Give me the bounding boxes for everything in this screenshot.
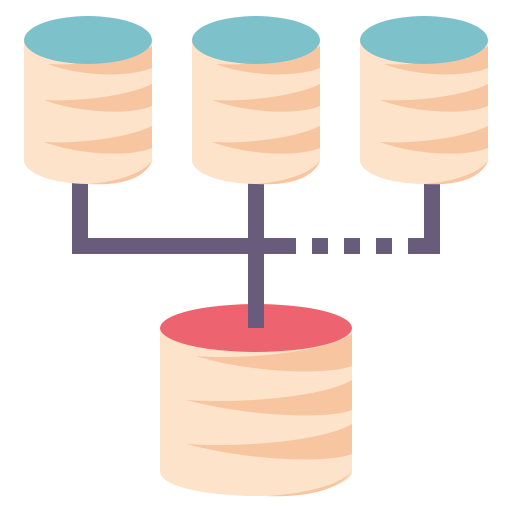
connector-right-vertical — [424, 178, 440, 254]
cylinder-top — [24, 16, 152, 64]
cylinder-stripe — [186, 424, 352, 460]
cylinder-stripe — [380, 126, 488, 154]
connector-dash-1 — [312, 238, 328, 254]
cylinder-stripe — [384, 46, 488, 75]
connector-dash-3 — [376, 238, 392, 254]
cylinder-stripe — [380, 84, 488, 112]
cylinder-stripe — [256, 160, 320, 185]
cylinder-stripe — [44, 84, 152, 112]
cylinder-stripe — [266, 470, 352, 497]
connector-entry — [248, 304, 264, 328]
source-database-left — [24, 16, 152, 185]
source-database-center — [192, 16, 320, 185]
cylinder-top — [360, 16, 488, 64]
cylinder-stripe — [196, 334, 352, 372]
cylinder-stripe — [44, 126, 152, 154]
cylinder-stripe — [424, 160, 488, 185]
cylinder-stripe — [212, 126, 320, 154]
connector-left-vertical — [72, 178, 88, 254]
cylinder-stripe — [212, 84, 320, 112]
connector-lines — [72, 178, 440, 328]
source-database-right — [360, 16, 488, 185]
cylinder-top — [192, 16, 320, 64]
cylinder-stripe — [216, 46, 320, 75]
cylinder-stripe — [88, 160, 152, 185]
connector-horizontal — [72, 238, 296, 254]
cylinder-stripe — [186, 380, 352, 416]
cylinder-stripe — [48, 46, 152, 75]
connector-dash-2 — [344, 238, 360, 254]
target-database — [160, 304, 352, 497]
